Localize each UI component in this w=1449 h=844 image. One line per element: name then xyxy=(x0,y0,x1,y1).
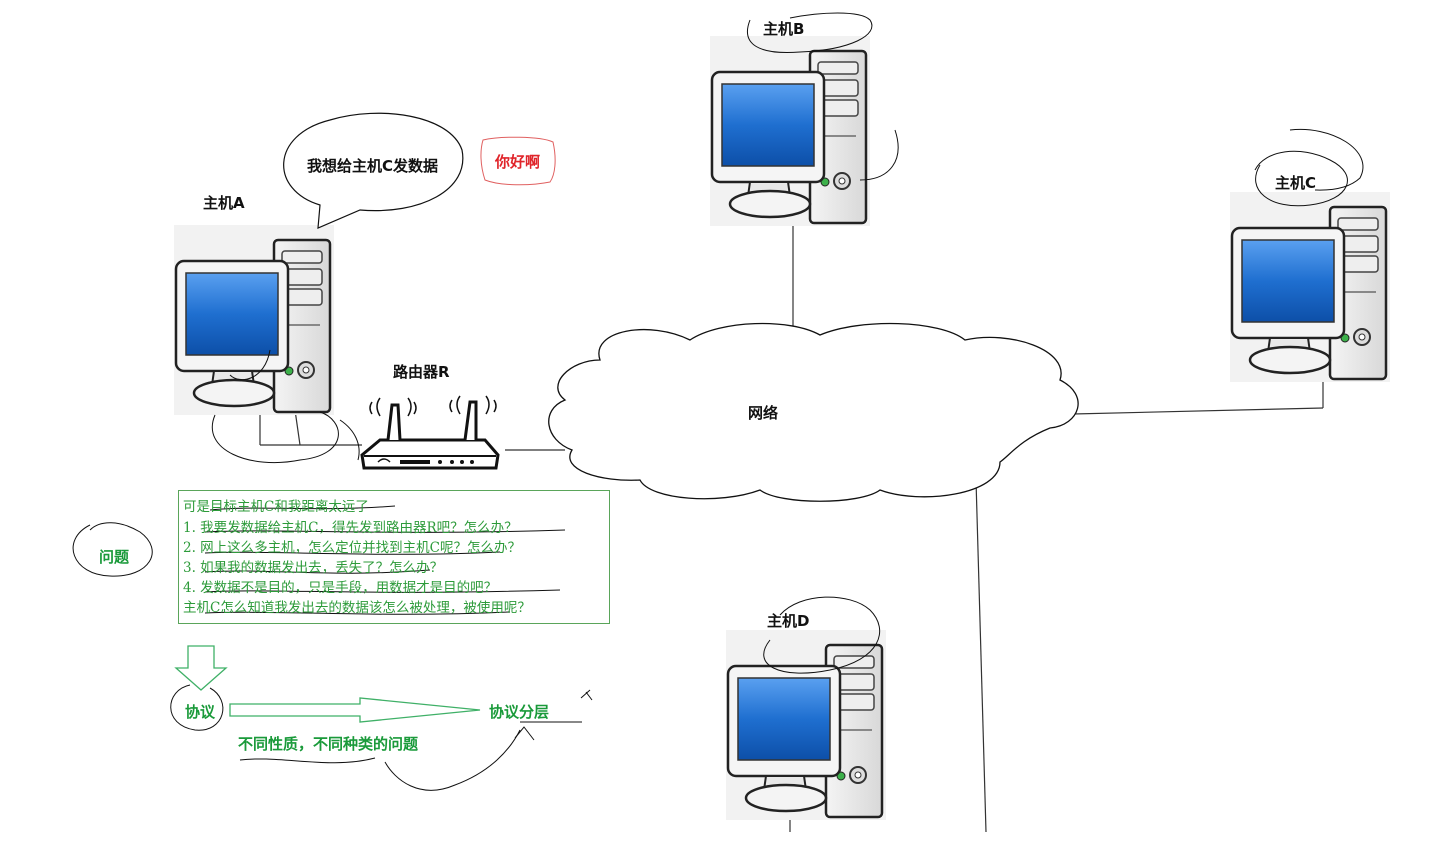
host-d-label: 主机D xyxy=(767,612,810,630)
router-label: 路由器R xyxy=(393,363,450,381)
problem-line-1: 1. 我要发数据给主机C，得先发到路由器R吧？怎么办？ xyxy=(183,520,518,536)
problem-line-3: 3. 如果我的数据发出去，丢失了？怎么办？ xyxy=(183,560,444,576)
problem-underlines xyxy=(204,505,566,615)
problem-line-4: 4. 发数据不是目的，只是手段，用数据才是目的吧？ xyxy=(183,580,498,596)
protocol-label: 协议 xyxy=(185,703,216,721)
problem-line-5: 主机C怎么知道我发出去的数据该怎么被处理，被使用呢？ xyxy=(183,600,531,616)
router-icon xyxy=(360,395,500,470)
host-a-computer-icon xyxy=(172,223,336,417)
handwritten-scribbles xyxy=(72,12,1364,791)
network-label: 网络 xyxy=(748,404,779,422)
hello-note-text: 你好啊 xyxy=(495,153,541,171)
speech-bubble xyxy=(283,112,464,229)
problem-line-2: 2. 网上这么多主机，怎么定位并找到主机C呢？怎么办？ xyxy=(183,540,522,556)
problem-box-title: 可是目标主机C和我距离太远了 xyxy=(183,499,369,515)
hello-note-frame xyxy=(480,136,556,186)
host-c-label: 主机C xyxy=(1275,174,1317,192)
problem-label: 问题 xyxy=(99,548,130,566)
problem-box: 可是目标主机C和我距离太远了 1. 我要发数据给主机C，得先发到路由器R吧？怎么… xyxy=(178,490,610,624)
protocol-layering-label: 协议分层 xyxy=(489,703,550,721)
speech-bubble-text: 我想给主机C发数据 xyxy=(307,157,439,175)
network-cloud xyxy=(548,322,1079,502)
down-arrow-icon xyxy=(174,645,228,691)
host-b-computer-icon xyxy=(708,34,872,228)
right-arrow-icon xyxy=(229,697,481,723)
issue-types-label: 不同性质，不同种类的问题 xyxy=(238,735,419,753)
host-a-label: 主机A xyxy=(203,194,245,212)
host-c-computer-icon xyxy=(1228,190,1392,384)
host-b-label: 主机B xyxy=(763,20,805,38)
